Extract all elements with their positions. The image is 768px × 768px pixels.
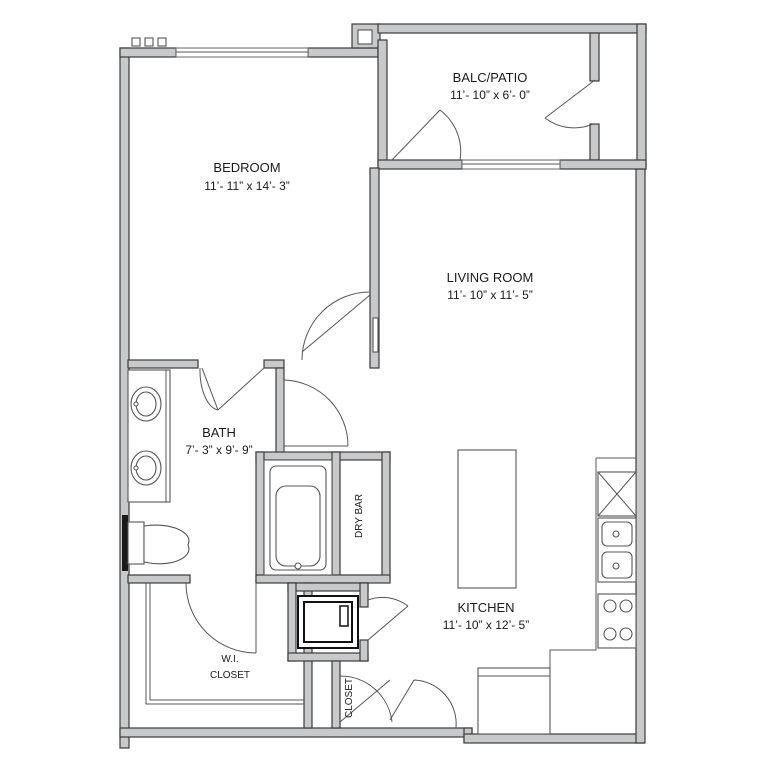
bedroom-dims: 11’- 11” x 14’- 3” [204,179,290,193]
kitchen-name: KITCHEN [457,600,514,615]
kitchen-island [457,449,517,589]
closet-shelving [145,583,304,705]
bath-dims: 7’- 3” x 9’- 9” [185,443,252,457]
kitchen-dims: 11’- 10” x 12’- 5” [443,618,529,632]
doors [185,79,596,729]
bath-name: BATH [202,425,236,440]
wi-closet-label-2: CLOSET [210,670,250,681]
laundry [297,595,359,649]
room-labels: BALC/PATIO 11’- 10” x 6’- 0” BEDROOM 11’… [185,70,533,718]
interior-walls [127,167,391,729]
kitchen-fixtures [457,449,637,735]
living-name: LIVING ROOM [447,270,534,285]
windows [131,37,561,170]
balcony-dims: 11’- 10” x 6’- 0” [450,88,530,102]
bath-fixtures [122,369,333,576]
bedroom-name: BEDROOM [213,160,280,175]
exterior-walls [119,23,647,749]
toilet-tank [127,521,145,565]
closet-label: CLOSET [344,678,355,718]
wi-closet-label-1: W.I. [221,654,238,665]
living-dims: 11’- 10” x 11’- 5” [447,288,533,302]
pantry-cabinet [477,667,551,735]
balcony-name: BALC/PATIO [453,70,528,85]
toilet-bowl [143,524,190,565]
dry-bar-label: DRY BAR [354,494,365,538]
